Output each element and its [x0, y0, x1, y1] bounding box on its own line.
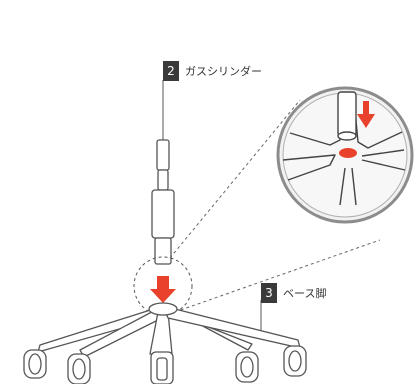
insert-arrow-detail	[357, 101, 375, 128]
gas-cylinder	[151, 139, 175, 265]
socket-hole-marker	[339, 148, 357, 158]
base-leg-label-number: 3	[261, 283, 277, 303]
gas-cylinder-label: 2 ガスシリンダー	[163, 61, 262, 81]
gas-cylinder-label-text: ガスシリンダー	[185, 65, 262, 78]
caster-4	[235, 351, 259, 383]
caster-2	[67, 353, 91, 384]
caster-3	[150, 351, 174, 384]
projection-line-bottom	[174, 239, 381, 313]
base-leg-label-text: ベース脚	[283, 287, 327, 300]
caster-1	[23, 349, 47, 379]
detail-zoom-view	[276, 86, 414, 224]
base-leg-label: 3 ベース脚	[261, 283, 326, 303]
projection-line-top	[169, 99, 301, 259]
insert-arrow-main	[150, 276, 176, 303]
caster-5	[283, 345, 307, 377]
joint-magnifier-circle	[133, 256, 193, 316]
gas-cylinder-label-number: 2	[163, 61, 179, 81]
